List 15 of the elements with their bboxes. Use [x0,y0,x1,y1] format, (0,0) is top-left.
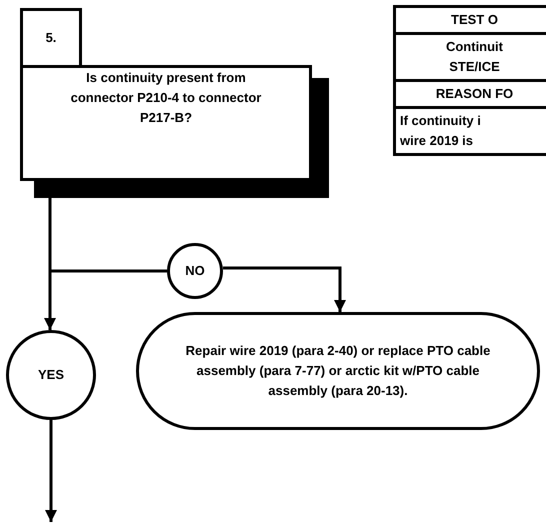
question-box [20,65,312,181]
connector-arrow [223,266,346,312]
table-text: STE/ICE [448,58,501,76]
node-text: YES [38,366,64,384]
node-text: Repair wire 2019 (para 2-40) or replace PTO cable assembly (para 7-77) or arctic kit w/PTO cable assembly (para 20-13). [184,342,492,400]
node-text: NO [185,262,205,280]
connector-arrow [45,420,57,522]
table-text: REASON FO [434,85,514,103]
table-text: TEST O [450,11,499,29]
table-text: wire 2019 is [399,132,474,150]
node-text: 5. [46,29,56,47]
table-text: If continuity i [399,112,482,130]
step-number-box [20,8,82,68]
table-text: Continuit [444,38,504,56]
node-text: Is continuity present from connector P210-4 to connector P217-B? [70,69,262,127]
